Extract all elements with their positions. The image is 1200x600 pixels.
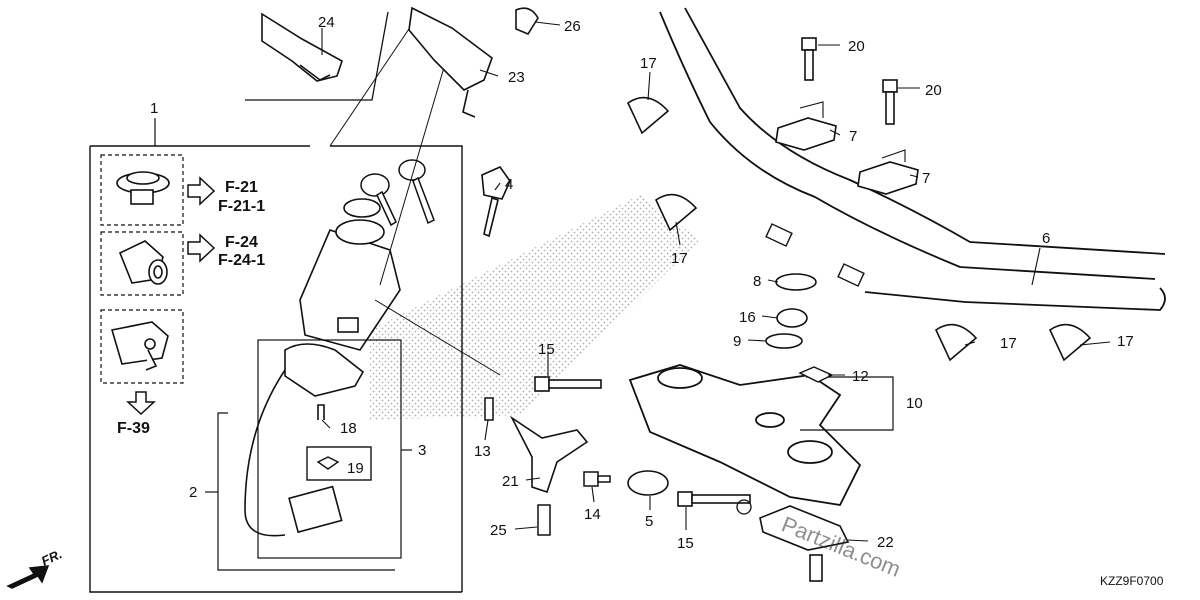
- top-bridge-part: [628, 364, 862, 506]
- holder-22-part: [759, 505, 850, 582]
- ref-f39: F-39: [117, 420, 150, 437]
- callout-6: 6: [1042, 230, 1050, 247]
- bolt-13-part: [484, 397, 494, 421]
- handlebar-part: [659, 7, 1166, 311]
- callout-24: 24: [318, 14, 335, 31]
- callout-12: 12: [852, 368, 869, 385]
- bracket-23-part: [408, 6, 493, 118]
- group-frame-2: [205, 412, 395, 571]
- key-4-part: [481, 166, 511, 238]
- callout-7a: 7: [849, 128, 857, 145]
- helmet-lock-part: [110, 321, 169, 371]
- group-frame-1: [89, 145, 463, 593]
- callout-17a: 17: [640, 55, 657, 72]
- key-pair-part: [360, 159, 435, 227]
- callout-21: 21: [502, 473, 519, 490]
- callout-20a: 20: [848, 38, 865, 55]
- bolt-25-part: [537, 504, 551, 536]
- callout-1: 1: [150, 100, 158, 117]
- group-frame-3: [257, 339, 412, 559]
- callout-7b: 7: [922, 170, 930, 187]
- callout-2: 2: [189, 484, 197, 501]
- callout-17d: 17: [1117, 333, 1134, 350]
- callout-17c: 17: [1000, 335, 1017, 352]
- callout-16: 16: [739, 309, 756, 326]
- bracket-24-frame: [245, 11, 389, 101]
- dotted-shading: [370, 195, 700, 420]
- callout-8: 8: [753, 273, 761, 290]
- callout-10: 10: [906, 395, 923, 412]
- callout-26: 26: [564, 18, 581, 35]
- callout-9: 9: [733, 333, 741, 350]
- washer-ring: [736, 499, 752, 515]
- tie-17-parts: [626, 96, 1092, 362]
- callout-19: 19: [347, 460, 364, 477]
- clamp-5-part: [627, 470, 669, 496]
- leader-lines: [321, 21, 1111, 542]
- callout-5: 5: [645, 513, 653, 530]
- callout-4: 4: [505, 176, 513, 193]
- callout-13: 13: [474, 443, 491, 460]
- bolt-15-upper: [534, 376, 602, 392]
- subpart-boxes: [100, 154, 184, 384]
- seat-lock-part: [118, 240, 168, 285]
- ref-f21-1: F-21-1: [218, 198, 265, 215]
- ref-f21: F-21: [225, 179, 258, 196]
- callout-22: 22: [877, 534, 894, 551]
- ref-f24: F-24: [225, 234, 258, 251]
- bolt-20-parts: [801, 37, 898, 125]
- callout-18: 18: [340, 420, 357, 437]
- callout-20b: 20: [925, 82, 942, 99]
- clamp-26-part: [515, 7, 539, 35]
- callout-17b: 17: [671, 250, 688, 267]
- callout-23: 23: [508, 69, 525, 86]
- clip-part-19: [316, 456, 340, 470]
- callout-3: 3: [418, 442, 426, 459]
- fuel-cap-part: [116, 171, 170, 205]
- callout-15b: 15: [677, 535, 694, 552]
- diagram-code: KZZ9F0700: [1100, 574, 1164, 588]
- holder-7-parts: [775, 117, 919, 195]
- reference-arrows: [126, 176, 216, 416]
- callout-15a: 15: [538, 341, 555, 358]
- ignition-switch-part: [299, 198, 401, 351]
- callout-14: 14: [584, 506, 601, 523]
- bolt-15-lower: [677, 491, 751, 507]
- bracket-24-part: [261, 12, 343, 82]
- wire-harness-part: [244, 343, 365, 537]
- front-label: FR.: [39, 546, 64, 568]
- washer-nut-stack: [765, 273, 817, 349]
- handlebar-mark-1: [765, 223, 793, 247]
- ref-f24-1: F-24-1: [218, 252, 265, 269]
- handlebar-mark-2: [837, 263, 865, 287]
- bracket-10-frame: [800, 376, 894, 431]
- bolt-14-part: [583, 471, 611, 487]
- front-arrow-icon: [6, 565, 50, 589]
- callout-25: 25: [490, 522, 507, 539]
- guide-lines: [329, 19, 501, 376]
- bracket-21-part: [509, 415, 589, 494]
